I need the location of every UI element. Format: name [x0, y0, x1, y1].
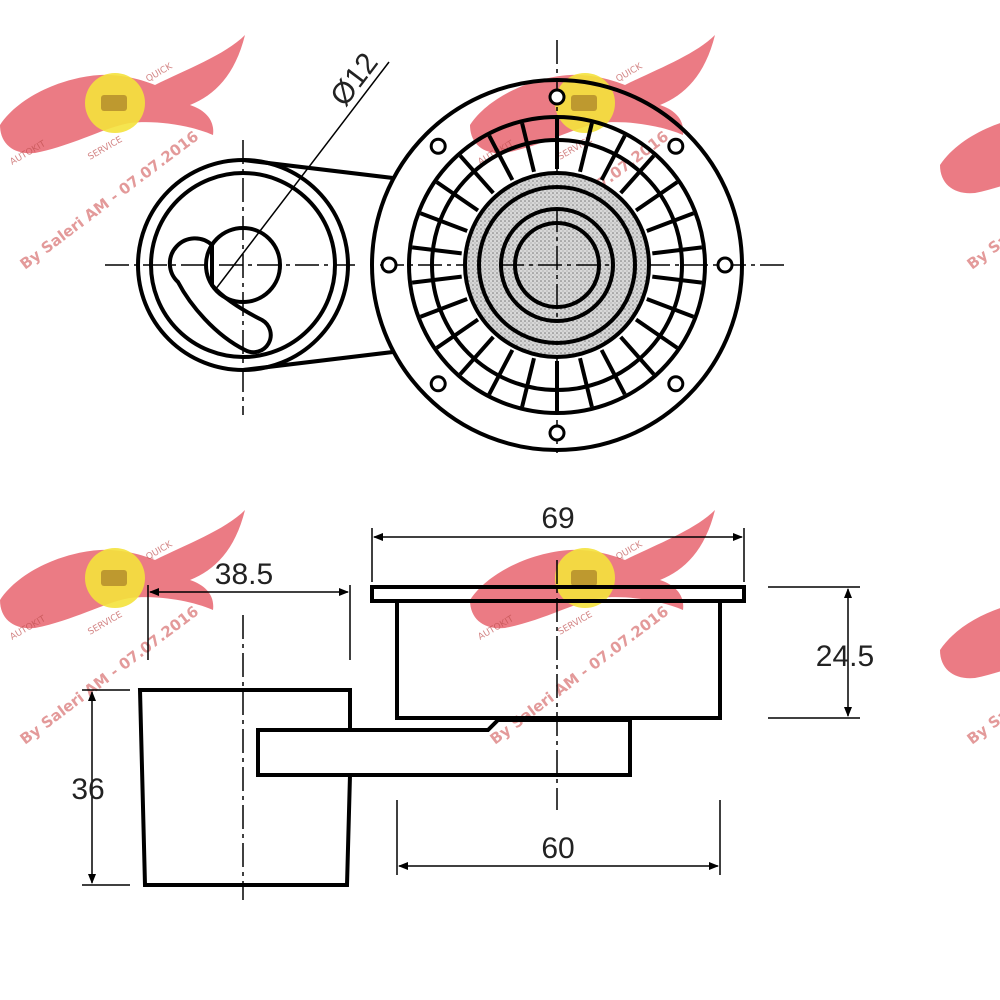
- pulley-rib: [419, 297, 468, 319]
- pulley-rib: [487, 134, 515, 181]
- arm-side: [258, 718, 632, 777]
- watermark-logo: [0, 510, 245, 629]
- watermark-logo: [470, 35, 715, 154]
- pulley-rib: [578, 122, 594, 173]
- pulley-rib: [419, 211, 468, 233]
- bolt-holes: [380, 88, 734, 442]
- bearing: [463, 171, 651, 359]
- bolt-hole: [667, 375, 685, 393]
- bolt-hole: [548, 424, 566, 442]
- watermark-logo: [940, 560, 1000, 679]
- pulley-rib: [634, 317, 679, 350]
- pulley-rib: [458, 154, 495, 195]
- top-view: Ø12: [105, 40, 785, 455]
- pulley-rib: [599, 349, 627, 396]
- pulley-rib: [646, 297, 695, 319]
- bolt-hole: [716, 256, 734, 274]
- dimension-label-60: 60: [541, 832, 574, 865]
- hub-block-side: [137, 688, 353, 887]
- pulley-rib: [520, 122, 536, 173]
- dimension-label-36: 36: [71, 773, 104, 806]
- pulley-rib: [599, 134, 627, 181]
- bolt-hole: [429, 137, 447, 155]
- watermark-logo-word: SERVICE: [87, 610, 125, 638]
- bolt-hole: [380, 256, 398, 274]
- pulley-rib: [487, 349, 515, 396]
- watermark-logo-word: SERVICE: [87, 135, 125, 163]
- bolt-hole: [548, 88, 566, 106]
- pulley-rib: [435, 180, 480, 213]
- pulley-rib: [652, 245, 703, 256]
- watermark-logo: [0, 35, 245, 154]
- pulley-rib: [619, 335, 656, 376]
- dimension-label-69: 69: [541, 502, 574, 535]
- pulley-rib: [634, 180, 679, 213]
- pulley-rib: [646, 211, 695, 233]
- pulley-rib: [411, 274, 462, 285]
- pulley-rib: [619, 154, 656, 195]
- pulley-rib: [411, 245, 462, 256]
- watermark-logo: [470, 510, 715, 629]
- watermark-logo: [940, 75, 1000, 194]
- pulley-ribs: [411, 119, 703, 411]
- watermark-logo-word: SERVICE: [557, 610, 595, 638]
- side-view: 69 38.5 24.5 36 60: [71, 502, 874, 900]
- pulley-flange-side: [370, 585, 746, 603]
- pulley-rib: [435, 317, 480, 350]
- bolt-hole: [429, 375, 447, 393]
- pulley-rib: [458, 335, 495, 376]
- dimension-label-24-5: 24.5: [816, 640, 874, 673]
- bolt-hole: [667, 137, 685, 155]
- pulley-flange: [370, 78, 744, 452]
- dimension-label-38-5: 38.5: [215, 558, 273, 591]
- pulley-rib: [578, 357, 594, 408]
- eccentric-slot: [167, 236, 273, 355]
- eccentric-hub: [136, 158, 350, 372]
- diameter-leader: [214, 61, 390, 291]
- pulley-rib: [652, 274, 703, 285]
- pulley-rib: [520, 357, 536, 408]
